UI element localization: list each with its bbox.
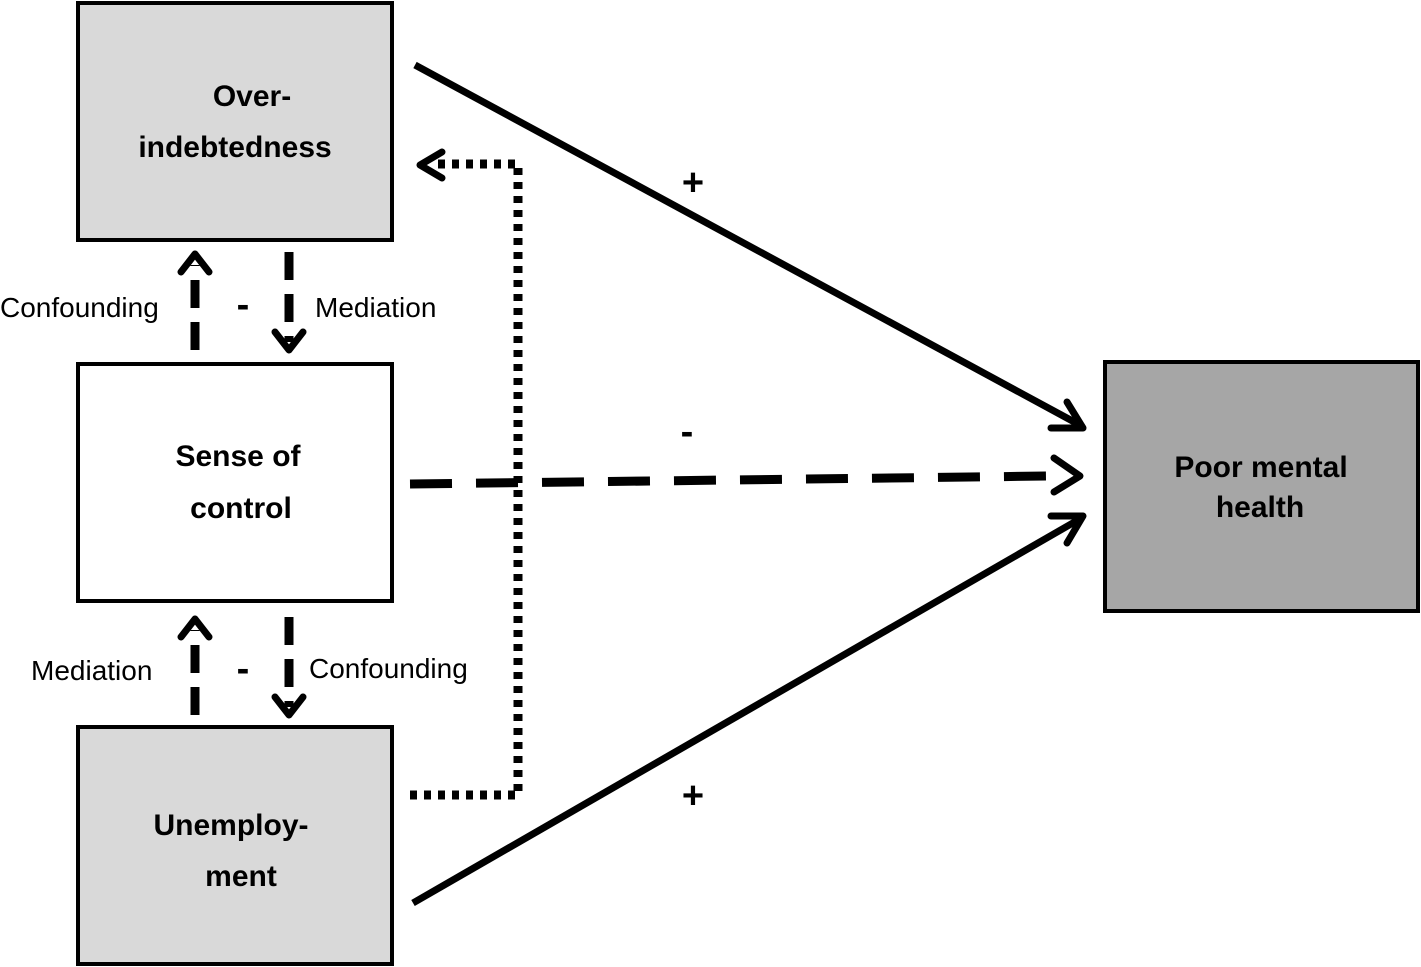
unemployment-box <box>76 725 394 966</box>
arrow-unemp-to-health <box>411 512 1087 907</box>
arrow-unemp-to-over-dotted <box>410 148 523 800</box>
sign-unemp-to-health: + <box>682 775 704 817</box>
sign-control-to-health: - <box>681 411 694 453</box>
sign-bottom-between: - <box>237 648 250 690</box>
arrow-control-to-health <box>409 454 1084 496</box>
label-mediation-top: Mediation <box>315 292 436 323</box>
arrow-control-down-confounding-bottom <box>271 617 307 719</box>
arrow-over-to-health <box>413 61 1087 432</box>
over-indebtedness-label-line1: Over- <box>213 80 291 113</box>
poor-mental-health-box <box>1103 360 1420 613</box>
over-indebtedness-box <box>76 1 394 242</box>
sense-of-control-box <box>76 362 394 603</box>
unemployment-label-line1: Unemploy- <box>153 809 308 842</box>
sign-top-between: - <box>237 284 250 326</box>
label-confounding-top: Confounding <box>0 292 159 323</box>
label-confounding-bottom: Confounding <box>309 653 468 684</box>
arrow-over-down-mediation-top <box>271 252 307 354</box>
arrow-unemp-up-mediation-bottom <box>177 615 213 715</box>
sense-of-control-label-line2: control <box>190 492 292 525</box>
poor-mental-health-label-line2: health <box>1216 491 1304 524</box>
sense-of-control-label-line1: Sense of <box>175 440 301 473</box>
label-mediation-bottom: Mediation <box>31 655 152 686</box>
unemployment-label-line2: ment <box>205 860 277 893</box>
sign-over-to-health: + <box>682 162 704 204</box>
arrow-control-up-confounding-top <box>177 250 213 350</box>
poor-mental-health-label-line1: Poor mental <box>1174 451 1347 484</box>
over-indebtedness-label-line2: indebtedness <box>138 131 331 164</box>
